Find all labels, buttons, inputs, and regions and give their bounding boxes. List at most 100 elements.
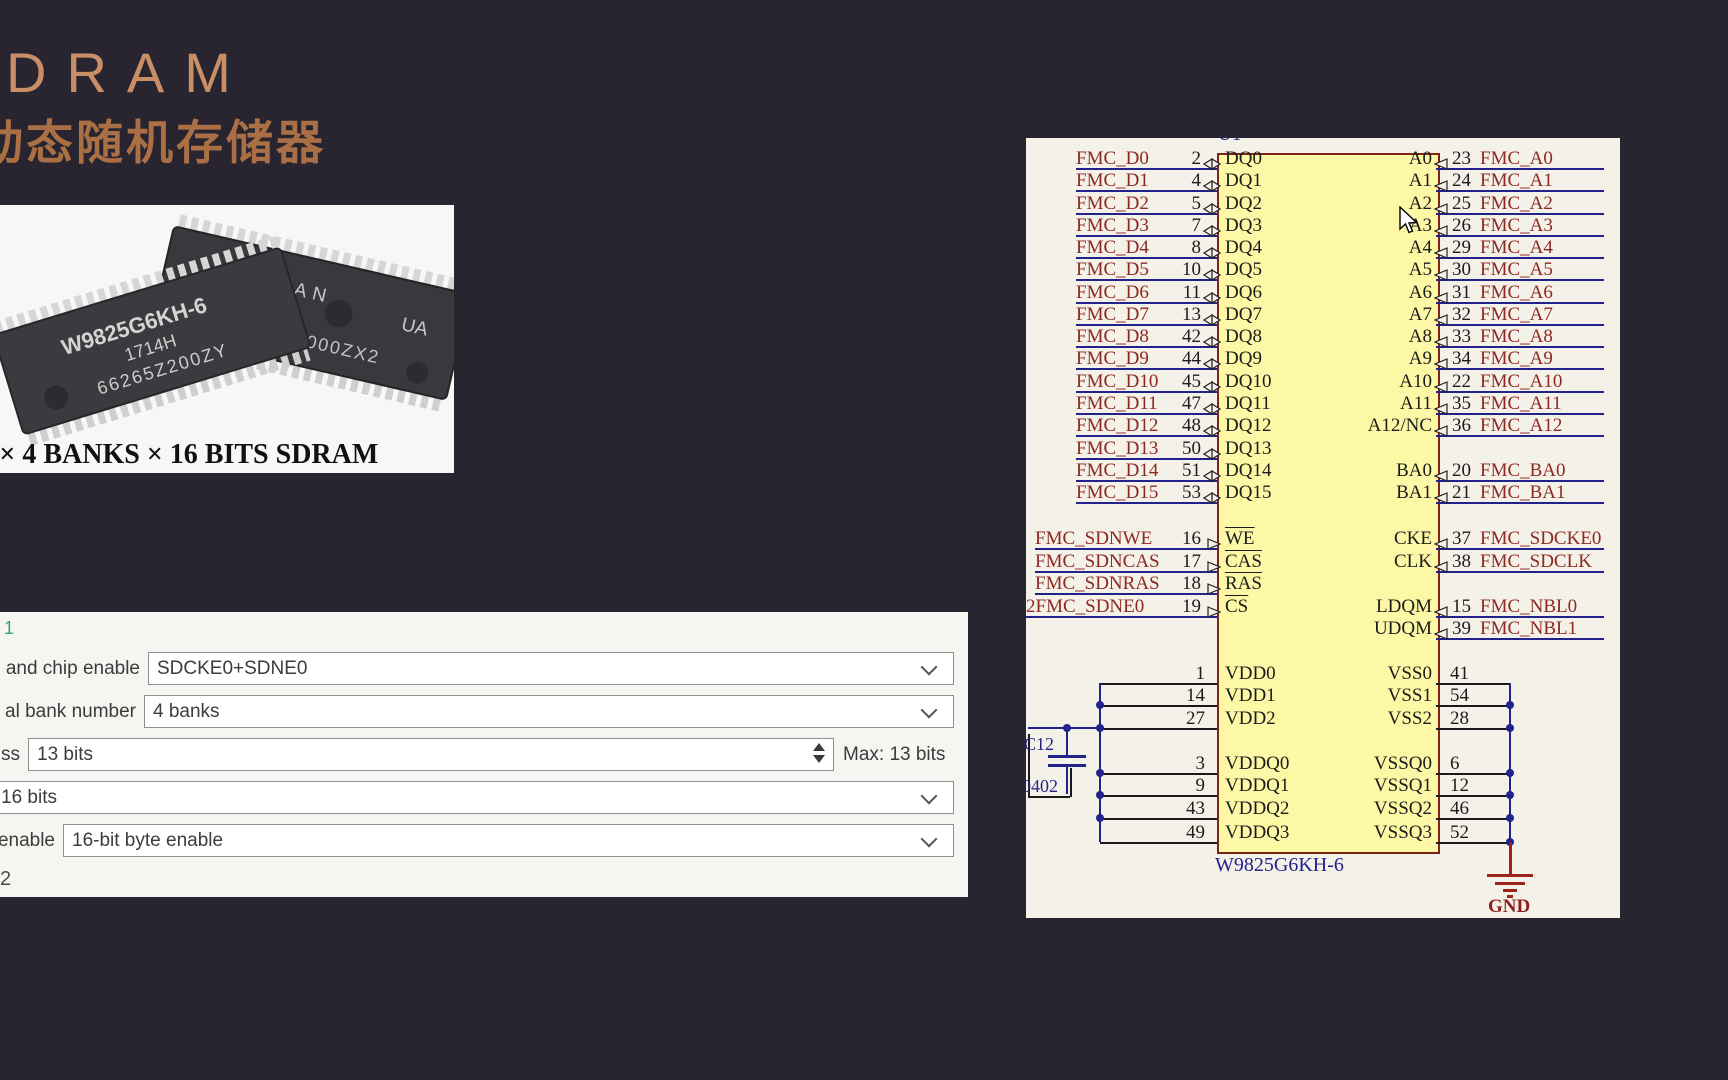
- pin-arrow-icon: [1433, 402, 1448, 420]
- pin-number: 26: [1452, 215, 1471, 236]
- chip-pin-name: DQ9: [1225, 348, 1262, 369]
- pin-arrow-icon: [1207, 560, 1222, 578]
- net-label: FMC_A10: [1480, 371, 1563, 392]
- pin-number: 39: [1452, 618, 1471, 639]
- chip-pin-name: VSSQ2: [1373, 798, 1432, 819]
- chip-pin-name: A7: [1408, 304, 1432, 325]
- junction-dot: [1096, 724, 1104, 732]
- pin-number: 25: [1452, 193, 1471, 214]
- chevron-down-icon[interactable]: [920, 701, 938, 719]
- page-subtitle: 动态随机存储器: [0, 116, 326, 169]
- pin-number: 50: [1182, 438, 1201, 459]
- pin-number: 48: [1182, 415, 1201, 436]
- schematic-panel: U1 W9825G6KH-6 FMC_D02DQ0FMC_D14DQ1FMC_D…: [1026, 138, 1620, 918]
- pin-arrow-icon: [1433, 224, 1448, 242]
- pin-arrow-icon: [1433, 605, 1448, 623]
- pin-arrow-icon: [1202, 335, 1222, 353]
- net-label: FMC_NBL1: [1480, 618, 1578, 639]
- pin-number: 36: [1452, 415, 1471, 436]
- power-pin-row: 12: [1436, 775, 1510, 797]
- chip-pin-name: DQ2: [1225, 193, 1262, 214]
- pin-number: 31: [1452, 282, 1471, 303]
- pin-number: 37: [1452, 528, 1471, 549]
- net-label: FMC_D14: [1076, 460, 1159, 481]
- pin-arrow-icon: [1202, 291, 1222, 309]
- pin-number: 24: [1452, 170, 1471, 191]
- chip-pin-name: DQ7: [1225, 304, 1262, 325]
- chip-pin-name: VSSQ3: [1373, 822, 1432, 843]
- pin-number: 47: [1182, 393, 1201, 414]
- power-pin-row: 46: [1436, 798, 1510, 820]
- net-label: FMC_BA0: [1480, 460, 1566, 481]
- cap-plate-top: [1048, 755, 1086, 758]
- chip-pin-name: DQ8: [1225, 326, 1262, 347]
- junction-dot: [1096, 791, 1104, 799]
- form-dropdown-field[interactable]: 16 bits: [0, 781, 954, 814]
- form-row-label: al bank number: [5, 701, 136, 722]
- net-label: FMC_SDCKE0: [1480, 528, 1602, 549]
- pin-number: 7: [1191, 215, 1202, 236]
- net-label: FMC_A8: [1480, 326, 1553, 347]
- chip-pin-name: CLK: [1394, 551, 1432, 572]
- chevron-down-icon[interactable]: [920, 787, 938, 805]
- chip-pin-name: BA1: [1396, 482, 1432, 503]
- pin-arrow-icon: [1433, 469, 1448, 487]
- chevron-down-icon[interactable]: [920, 658, 938, 676]
- cap-outline-bottom: [1028, 796, 1070, 798]
- chip-pin-name: VSS0: [1387, 663, 1432, 684]
- net-label: FMC_A2: [1480, 193, 1553, 214]
- chip-pin-name: VDDQ1: [1225, 775, 1290, 796]
- spinner-arrows-icon[interactable]: [813, 743, 827, 763]
- net-label: FMC_D15: [1076, 482, 1159, 503]
- pin-arrow-icon: [1433, 491, 1448, 509]
- chip-pin-name: VDDQ0: [1225, 753, 1290, 774]
- gnd-bar-3: [1503, 889, 1517, 892]
- net-label: FMC_D13: [1076, 438, 1159, 459]
- power-pin-row: 1: [1100, 663, 1217, 685]
- net-label: FMC_A6: [1480, 282, 1553, 303]
- pin-arrow-icon: [1202, 313, 1222, 331]
- pin-number: 33: [1452, 326, 1471, 347]
- pin-number: 18: [1182, 573, 1201, 594]
- pin-arrow-icon: [1202, 157, 1222, 175]
- net-label: FMC_D3: [1076, 215, 1149, 236]
- power-pin-row: 6: [1436, 753, 1510, 775]
- chip-pin-name: CS: [1225, 596, 1249, 617]
- net-label: FMC_D1: [1076, 170, 1149, 191]
- power-pin-row: 49: [1100, 822, 1217, 844]
- chevron-down-icon[interactable]: [920, 830, 938, 848]
- form-spinner-field[interactable]: 13 bits: [28, 738, 834, 771]
- form-field-value: 13 bits: [37, 744, 93, 765]
- chip-pin-name: DQ3: [1225, 215, 1262, 236]
- pin-row-right: 33 FMC_A8: [1433, 326, 1604, 348]
- chip-pin-name: CKE: [1394, 528, 1432, 549]
- chip-pin-name: UDQM: [1373, 618, 1432, 639]
- power-pin-row: 14: [1100, 685, 1217, 707]
- pin-number: 11: [1182, 282, 1201, 303]
- form-dropdown-field[interactable]: 16-bit byte enable: [63, 824, 954, 857]
- pin-number: 21: [1452, 482, 1471, 503]
- form-dropdown-field[interactable]: SDCKE0+SDNE0: [148, 652, 954, 685]
- net-label: FMC_D8: [1076, 326, 1149, 347]
- power-pin-row: 41: [1436, 663, 1510, 685]
- chip-pin-name: VSSQ0: [1373, 753, 1432, 774]
- pin-number: 22: [1452, 371, 1471, 392]
- pin-arrow-icon: [1433, 268, 1448, 286]
- pin-arrow-icon: [1433, 179, 1448, 197]
- form-dropdown-field[interactable]: 4 banks: [144, 695, 954, 728]
- sdram-photo: TAIWAN UA HD67253Z000ZX2 W9825G6KH-6 171…: [0, 205, 471, 473]
- pin-row-right: 39 FMC_NBL1: [1433, 618, 1604, 640]
- power-pin-row: 3: [1100, 753, 1217, 775]
- pin-number: 2: [1191, 148, 1202, 169]
- section-number-2: 2: [0, 868, 12, 890]
